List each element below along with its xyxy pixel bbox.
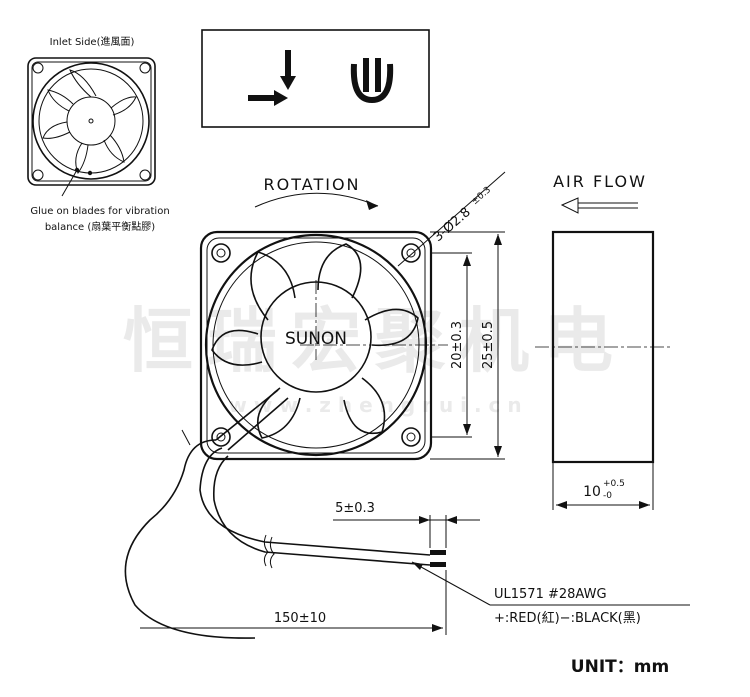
cable-spec-callout: UL1571 #28AWG +:RED(紅)−:BLACK(黑) [411,561,690,626]
fan-front-view: SUNON [199,230,448,461]
fan-side-view: AIR FLOW 10 +0.5 -0 [535,172,670,510]
lead-wires [124,429,446,639]
cable-colors-label: +:RED(紅)−:BLACK(黑) [494,611,641,626]
watermark: 恒瑞宏聚机电 w w w . z h e n g r u i . c n [123,300,627,417]
dimension-10-plus: +0.5 [603,479,625,489]
dimension-5: 5±0.3 [333,501,480,548]
dimension-5-label: 5±0.3 [335,501,375,516]
watermark-cn: 恒瑞宏聚机电 [123,300,627,382]
unit-label: UNIT：mm [571,657,669,677]
dimension-150: 150±10 [140,570,447,635]
watermark-url: w w w . z h e n g r u i . c n [228,393,521,417]
dimension-10-label: 10 [583,484,601,500]
recognition-mark-icon [248,50,296,106]
hole-callout: 3-Ø2.8 ±0.3 [397,171,506,267]
dimension-25: 25±0.5 [430,231,505,460]
hole-tolerance: ±0.3 [470,185,493,207]
rotation-label: ROTATION [264,175,361,194]
glue-note-line-2: balance (扇葉平衡點膠) [45,220,155,233]
dimension-25-label: 25±0.5 [481,321,496,369]
airflow-arrow-icon [560,197,638,214]
dimension-20: 20±0.3 [430,252,472,438]
dimension-150-label: 150±10 [274,611,326,626]
dimension-10-minus: -0 [603,491,612,501]
airflow-label: AIR FLOW [553,172,647,191]
ul-recognized-icon [350,58,394,104]
cable-spec-label: UL1571 #28AWG [494,587,607,602]
inlet-side-label: Inlet Side(進風面) [50,36,135,48]
hole-dimension: 3-Ø2.8 [431,205,474,245]
inlet-side-view: Inlet Side(進風面) Glue on blades for vibra… [27,36,170,233]
certification-box [201,29,430,128]
dimension-20-label: 20±0.3 [450,321,465,369]
rotation-indicator: ROTATION [254,175,379,210]
glue-note-line-1: Glue on blades for vibration [30,206,169,217]
